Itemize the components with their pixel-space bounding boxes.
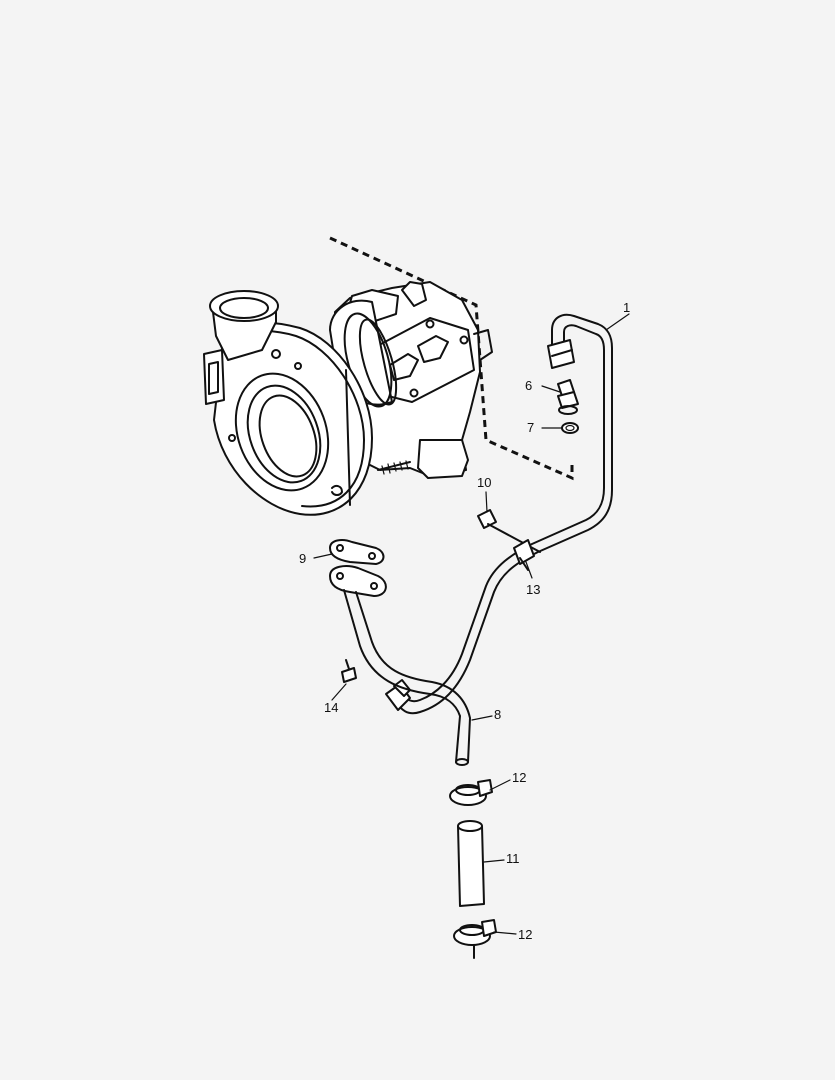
callout-6: 6 bbox=[525, 378, 532, 393]
callout-12b: 12 bbox=[518, 927, 532, 942]
oil-drain-tube bbox=[343, 589, 471, 766]
hose-11 bbox=[457, 820, 485, 907]
leader-lines bbox=[313, 313, 630, 935]
callout-13: 13 bbox=[526, 582, 540, 597]
callout-9: 9 bbox=[299, 551, 306, 566]
callout-10: 10 bbox=[477, 475, 491, 490]
fitting-6 bbox=[557, 379, 579, 415]
gaskets-9 bbox=[329, 539, 387, 597]
callout-11: 11 bbox=[506, 851, 520, 866]
callout-14: 14 bbox=[324, 700, 338, 715]
callout-1: 1 bbox=[623, 300, 630, 315]
clip-13 bbox=[513, 539, 535, 571]
screw-14 bbox=[341, 659, 357, 683]
callout-8: 8 bbox=[494, 707, 501, 722]
hose-clamp-12-lower bbox=[453, 919, 497, 959]
callouts: 1 6 7 10 9 13 14 8 12 11 12 bbox=[299, 300, 630, 942]
hose-clamp-12-upper bbox=[449, 779, 493, 806]
callout-7: 7 bbox=[527, 420, 534, 435]
turbocharger bbox=[203, 281, 493, 516]
o-ring-7 bbox=[561, 422, 579, 434]
callout-12a: 12 bbox=[512, 770, 526, 785]
